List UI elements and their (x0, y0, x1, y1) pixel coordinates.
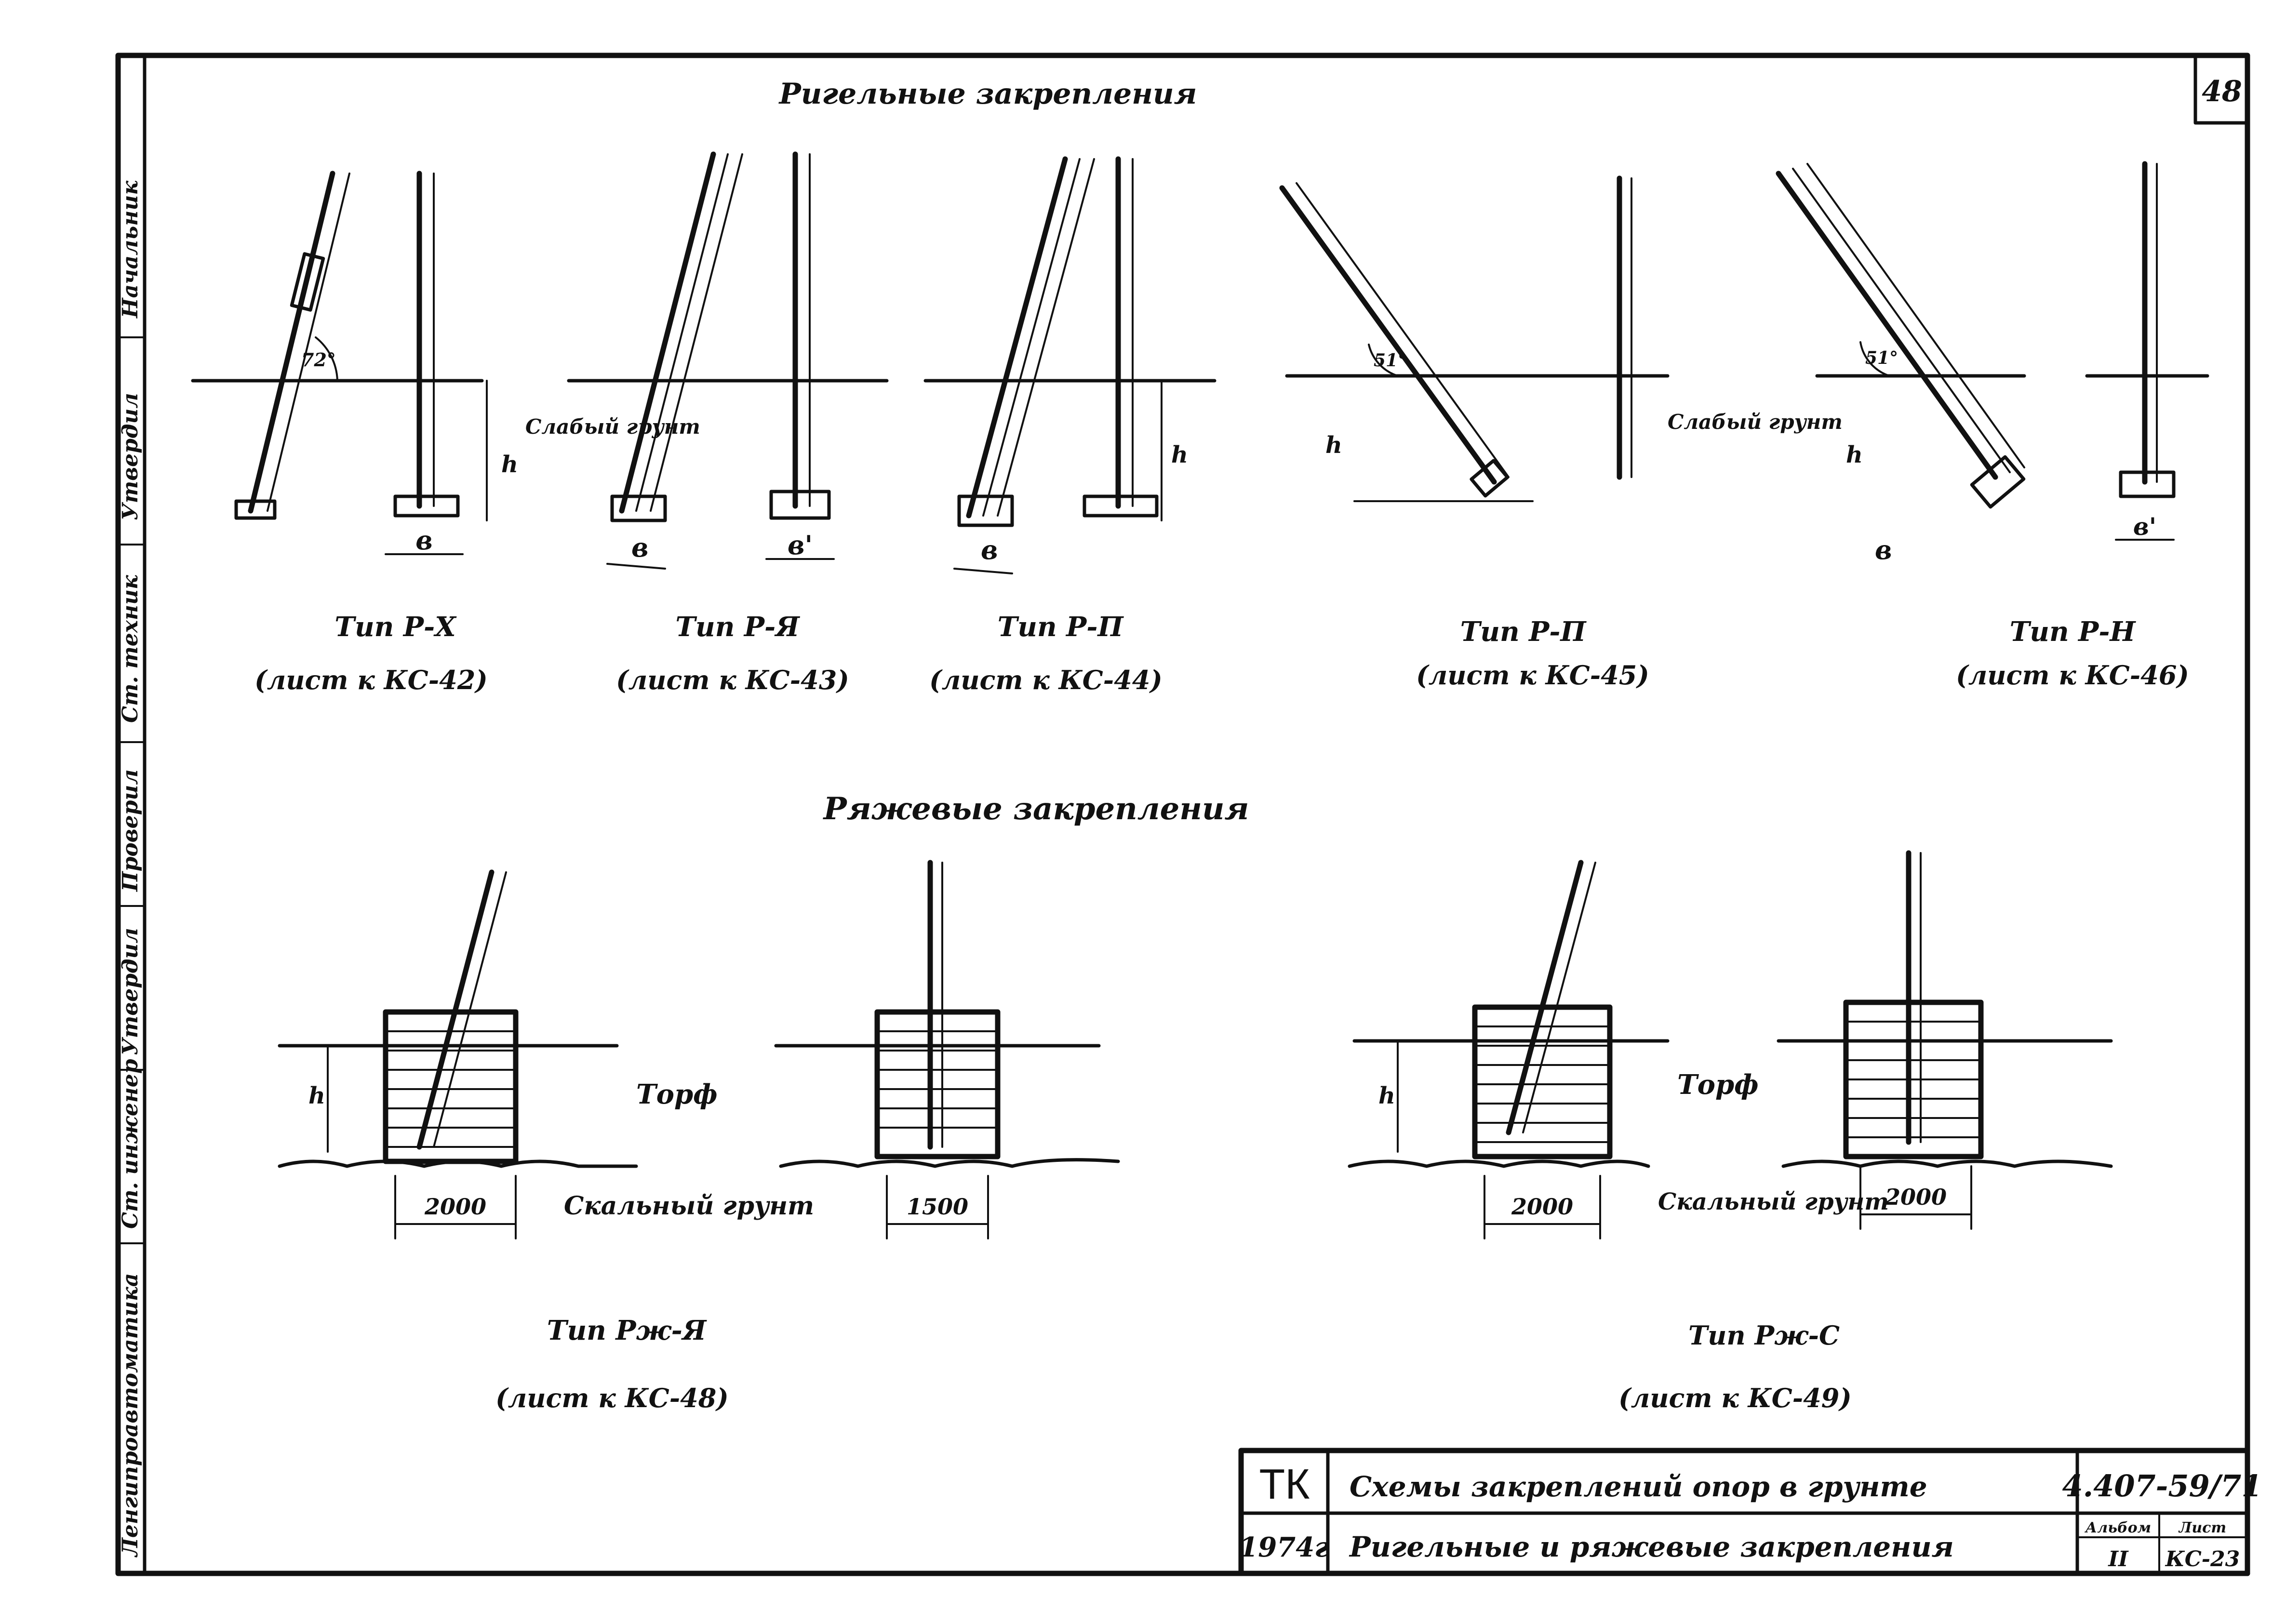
stamp-5: Утвердил (118, 928, 143, 1055)
svg-text:(лист к КС-44): (лист к КС-44) (929, 665, 1163, 695)
svg-text:в': в' (2133, 512, 2156, 541)
svg-text:h: h (1325, 432, 1342, 459)
svg-text:(лист к КС-43): (лист к КС-43) (616, 665, 849, 695)
svg-text:2000: 2000 (424, 1194, 486, 1220)
svg-text:(лист к КС-45): (лист к КС-45) (1416, 660, 1649, 691)
stamp-3: Ст. техник (118, 575, 143, 723)
svg-text:в: в (1875, 534, 1892, 565)
svg-text:Тип Р-Я: Тип Р-Я (675, 611, 800, 643)
sheet-number-box: 48 (2193, 53, 2249, 125)
svg-text:51°: 51° (1865, 348, 1898, 368)
sheet-frame (115, 53, 2250, 1576)
svg-text:h: h (1378, 1082, 1395, 1109)
rock-label-2: Скальный грунт (1658, 1188, 1889, 1215)
side-stamp: Начальник Утвердил Ст. техник Проверил У… (117, 181, 146, 1557)
svg-text:h: h (501, 451, 518, 478)
svg-text:(лист к КС-46): (лист к КС-46) (1956, 660, 2189, 691)
album-value: II (2107, 1547, 2129, 1571)
sheet-value: КС-23 (2165, 1547, 2240, 1571)
peat-label-1: Торф (636, 1078, 718, 1110)
rock-label-1: Скальный грунт (564, 1191, 814, 1221)
rigel-figure-3: в h Тип Р-П (лист к КС-44) (923, 156, 1217, 695)
stamp-7: Ленгипроавтоматика (118, 1273, 143, 1557)
rigel-section-title: Ригельные закрепления (778, 77, 1197, 111)
doc-number: 4.407-59/71 (2062, 1468, 2262, 1504)
ryazh-sheet-1: (лист к КС-48) (495, 1383, 729, 1413)
svg-text:Тип Р-П: Тип Р-П (998, 611, 1124, 643)
sheet-number: 48 (2202, 75, 2242, 108)
ryazh-type-2: Тип Рж-С (1688, 1320, 1840, 1351)
svg-text:h: h (1171, 441, 1188, 468)
weak-soil-label-2: Слабый грунт (1668, 410, 1843, 434)
rigel-figure-2: в в' Тип Р-Я (лист к КС-43) (567, 151, 889, 695)
type-label: Тип Р-Х (334, 611, 457, 643)
peat-label-2: Торф (1677, 1069, 1759, 1101)
svg-text:Тип Р-Н: Тип Р-Н (2010, 616, 2137, 648)
svg-text:1500: 1500 (907, 1194, 968, 1220)
svg-text:h: h (1846, 441, 1863, 468)
album-label: Альбом (2085, 1519, 2151, 1536)
title-line-2: Ригельные и ряжевые закрепления (1349, 1531, 1954, 1563)
title-block: ТК 1974г Схемы закреплений опор в грунте… (1238, 1448, 2262, 1576)
rigel-figure-4: 51° h Тип Р-П (лист к КС-45) (1279, 175, 1670, 691)
svg-text:в: в (981, 534, 998, 565)
ryazh-figure-2a: h 2000 (1348, 860, 1670, 1239)
title-line-1: Схемы закреплений опор в грунте (1350, 1470, 1927, 1503)
rigel-figure-1: 72° h в Тип Р-Х (лист к КС-42) (191, 171, 518, 695)
stamp-2: Утвердил (118, 393, 143, 520)
angle-label: 72° (301, 349, 336, 371)
svg-text:2000: 2000 (1511, 1194, 1573, 1220)
crossbar (393, 494, 460, 518)
stamp-6: Ст. инженер (118, 1059, 143, 1229)
ryazh-figure-1b: 1500 (774, 860, 1120, 1239)
rigel-figure-5: 51° в' в h Тип Р-Н (лист к КС-46) (1776, 161, 2209, 691)
stamp-1: Начальник (118, 181, 143, 319)
sheet-label: Лист (2178, 1519, 2226, 1536)
crib (383, 1009, 519, 1164)
sheet-ref: (лист к КС-42) (254, 665, 488, 695)
ryazh-type-1: Тип Рж-Я (547, 1315, 707, 1346)
year: 1974г (1239, 1531, 1329, 1563)
svg-text:в: в (631, 532, 648, 563)
ryazh-sheet-2: (лист к КС-49) (1618, 1383, 1852, 1413)
svg-text:Тип Р-П: Тип Р-П (1460, 616, 1587, 648)
svg-text:2000: 2000 (1885, 1184, 1947, 1210)
strut (248, 171, 335, 514)
svg-text:в': в' (788, 530, 813, 560)
svg-text:51°: 51° (1374, 350, 1406, 371)
svg-text:h: h (308, 1082, 325, 1109)
ryazh-figure-2b: 2000 (1777, 850, 2113, 1230)
ryazh-section-title: Ряжевые закрепления (823, 791, 1249, 827)
width-label: в (415, 525, 432, 556)
ryazh-figure-1a: h 2000 (278, 869, 638, 1239)
stamp-4: Проверил (118, 769, 143, 892)
org-code: ТК (1259, 1460, 1310, 1508)
